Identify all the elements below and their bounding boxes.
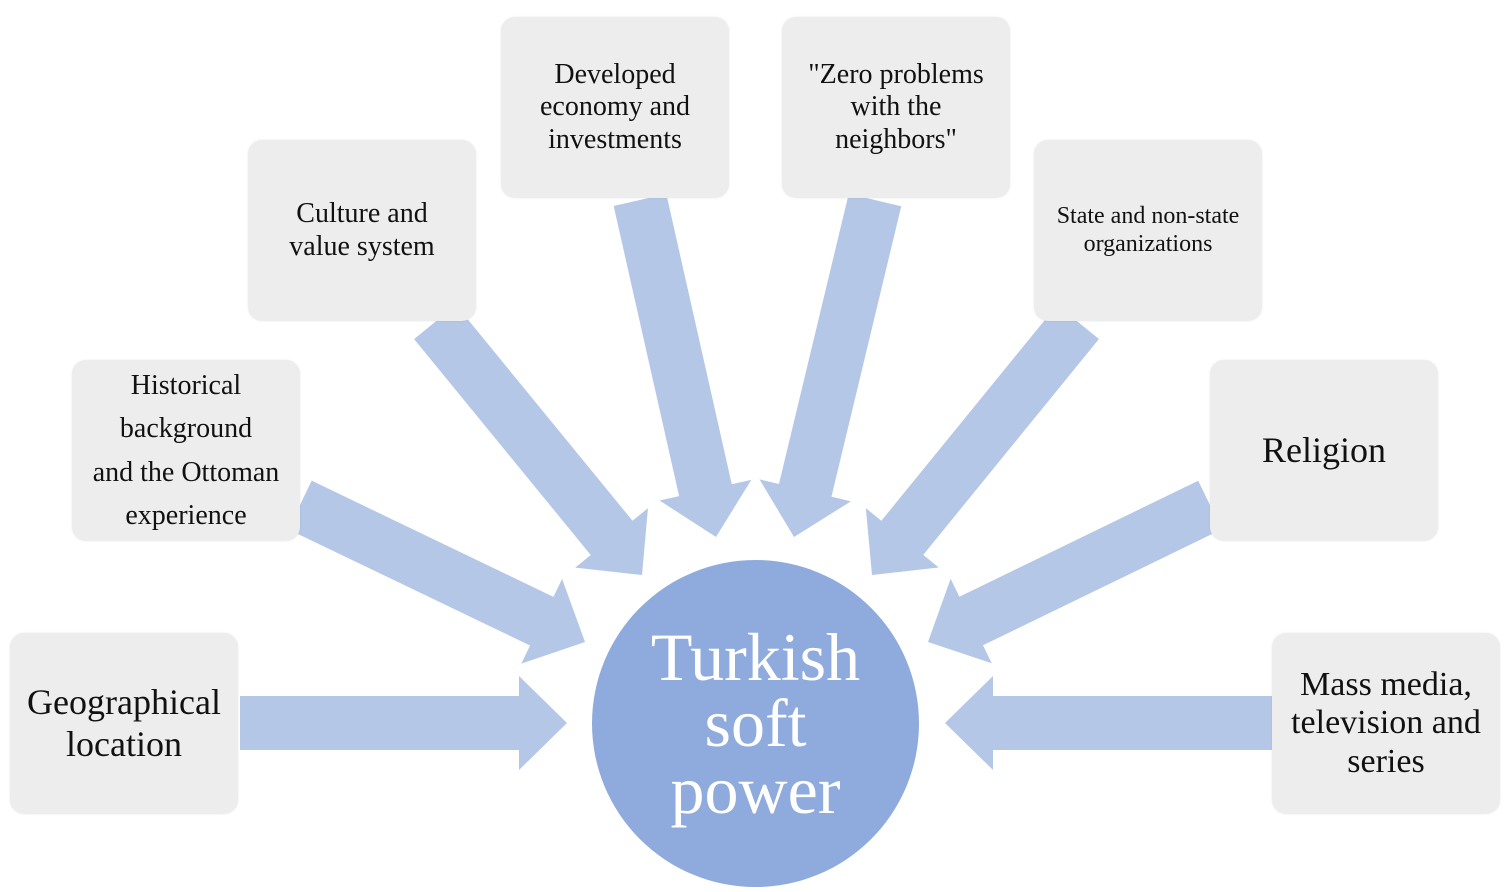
factor-box-developed-economy: Developed economy and investments bbox=[501, 17, 729, 198]
factor-label: Developed economy and investments bbox=[539, 59, 691, 155]
factor-box-state-organizations: State and non-state organizations bbox=[1034, 140, 1262, 321]
arrow-mass-media bbox=[945, 676, 1272, 770]
arrow-culture-value-system bbox=[414, 304, 648, 575]
center-label: Turkish soft power bbox=[650, 618, 861, 828]
factor-box-culture-value-system: Culture and value system bbox=[248, 140, 476, 321]
factor-box-mass-media: Mass media, television and series bbox=[1272, 633, 1500, 814]
arrow-state-non-state-organizations bbox=[865, 304, 1099, 575]
center-circle-turkish-soft-power: Turkish soft power bbox=[592, 560, 919, 887]
factor-label: Religion bbox=[1262, 429, 1386, 470]
factor-label: Historical background and the Ottoman ex… bbox=[92, 369, 280, 531]
arrow-religion bbox=[928, 480, 1222, 664]
factor-label: "Zero problems with the neighbors" bbox=[808, 59, 984, 155]
factor-label: Culture and value system bbox=[289, 198, 435, 262]
arrow-zero-problems bbox=[759, 193, 902, 537]
arrow-historical-background bbox=[288, 480, 585, 664]
factor-label: Mass media, television and series bbox=[1291, 666, 1481, 780]
factor-box-geographical-location: Geographical location bbox=[10, 633, 238, 814]
arrow-geographical-location bbox=[240, 676, 567, 770]
factor-label: Geographical location bbox=[27, 682, 221, 764]
arrow-developed-economy bbox=[613, 194, 752, 537]
factor-box-historical-background: Historical background and the Ottoman ex… bbox=[72, 360, 300, 541]
factor-box-religion: Religion bbox=[1210, 360, 1438, 541]
factor-box-zero-problems: "Zero problems with the neighbors" bbox=[782, 17, 1010, 198]
factor-label: State and non-state organizations bbox=[1056, 202, 1240, 257]
